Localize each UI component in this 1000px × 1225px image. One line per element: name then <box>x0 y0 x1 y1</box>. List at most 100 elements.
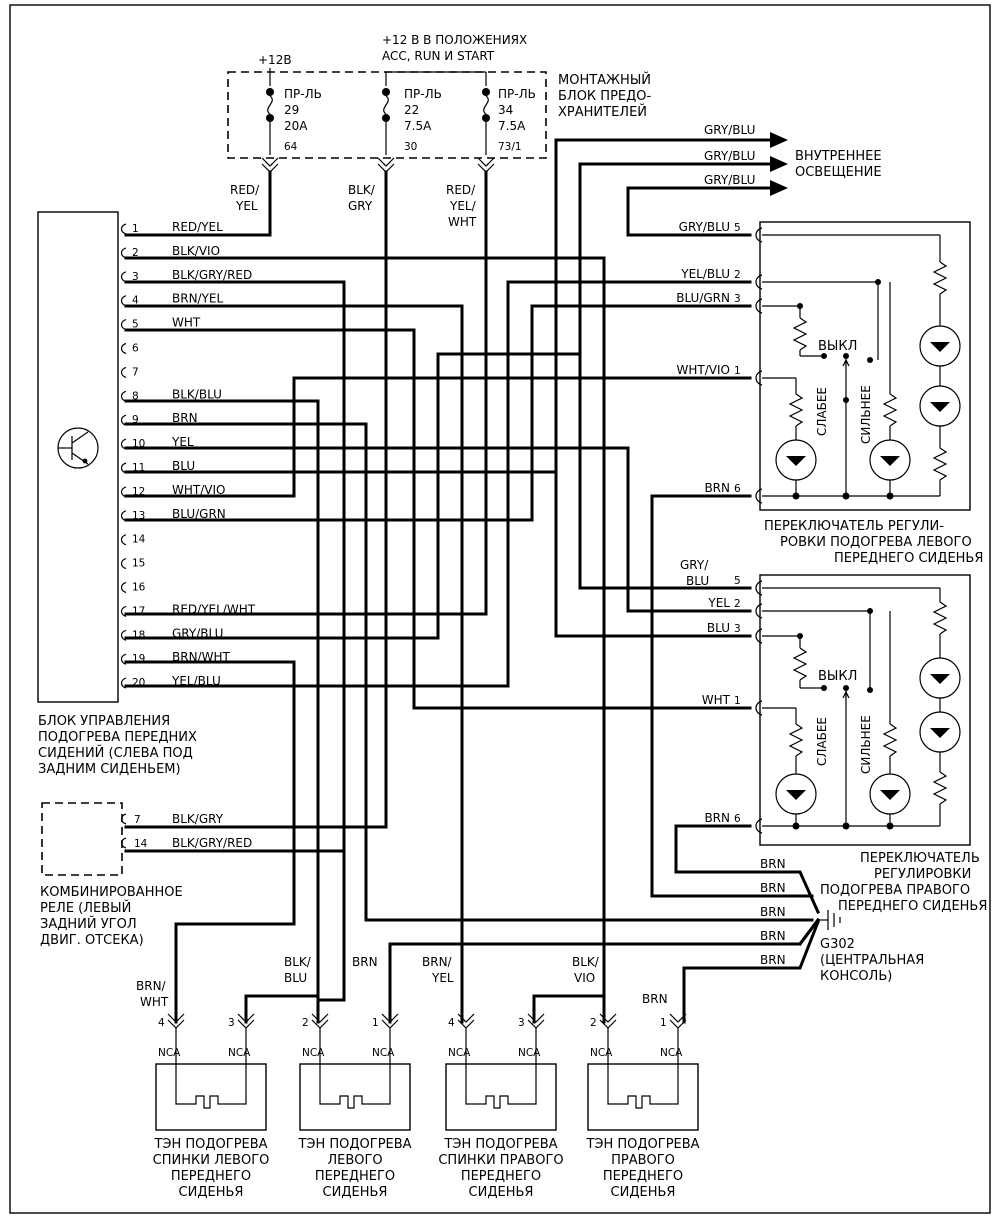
connector-icon <box>755 298 763 314</box>
wire-harness <box>124 138 821 1024</box>
heater-pin-number: 2 <box>590 1017 597 1029</box>
heater-label: СИДЕНЬЯ <box>323 1185 388 1200</box>
connector-icon <box>120 295 127 307</box>
heater-box <box>445 1063 557 1131</box>
module-wire-label: GRY/BLU <box>172 626 223 640</box>
resistor-icon <box>932 771 948 805</box>
fuse-pin: 73/1 <box>498 141 522 153</box>
module-label-4: ЗАДНИМ СИДЕНЬЕМ) <box>38 762 181 777</box>
resistor-icon <box>788 393 804 427</box>
connector-icon <box>120 558 127 570</box>
wire-label: YEL/ <box>449 199 477 213</box>
wire-label: BLK/ <box>284 955 312 969</box>
fuse-name: ПР-ЛЬ <box>284 87 322 101</box>
heater-label: СИДЕНЬЯ <box>469 1185 534 1200</box>
resistor-icon <box>788 723 804 757</box>
module-label-1: БЛОК УПРАВЛЕНИЯ <box>38 714 170 729</box>
module-wire-label: BLK/BLU <box>172 387 222 401</box>
switch-low-label: СЛАБЕЕ <box>815 387 829 436</box>
wire-label: BRN/ <box>422 955 453 969</box>
supply-acc-line-1: +12 В В ПОЛОЖЕНИЯХ <box>382 33 527 47</box>
supply-12v-label: +12В <box>258 53 292 67</box>
relay-label-4: ДВИГ. ОТСЕКА) <box>40 933 144 948</box>
module-pin-number: 15 <box>132 558 145 570</box>
resistor-icon <box>932 601 948 635</box>
module-pin-number: 5 <box>132 319 139 331</box>
module-pin-number: 8 <box>132 390 139 402</box>
fuse-number: 29 <box>284 103 299 117</box>
switch-high-label: СИЛЬНЕЕ <box>859 715 873 774</box>
module-label-3: СИДЕНИЙ (СЛЕВА ПОД <box>38 745 193 761</box>
heater-label: ПЕРЕДНЕГО <box>171 1169 251 1184</box>
connector-icon <box>755 488 763 504</box>
right-switch-internals: ВЫКЛ СЛАБЕЕ СИЛЬНЕЕ <box>762 587 961 830</box>
fuse-name: ПР-ЛЬ <box>498 87 536 101</box>
heater-label: СИДЕНЬЯ <box>611 1185 676 1200</box>
heater-label: СИДЕНЬЯ <box>179 1185 244 1200</box>
fuse-29: ПР-ЛЬ 29 20A 64 <box>266 68 322 155</box>
heater-pin-number: 3 <box>228 1017 235 1029</box>
connector-icon <box>120 534 127 546</box>
module-pin-number: 14 <box>132 534 146 546</box>
wire-label: GRY/BLU <box>704 149 755 163</box>
wire-label: WHT <box>140 995 169 1009</box>
transistor-icon <box>57 427 99 469</box>
switch-pin-number: 2 <box>734 269 741 281</box>
connector-icon <box>261 157 279 173</box>
connector-icon <box>457 1013 475 1029</box>
switch-wire-label: BLU <box>707 621 730 635</box>
wire-label: BRN <box>760 881 786 895</box>
connector-icon <box>120 581 127 594</box>
ground-location-label-2: КОНСОЛЬ) <box>820 969 892 984</box>
heater-box <box>299 1063 411 1131</box>
fuse-terminal-icon <box>382 88 390 96</box>
connector-icon <box>755 700 763 716</box>
fuse-rating: 20A <box>284 119 308 133</box>
switch-pin-number: 1 <box>734 365 741 377</box>
left-switch-label-2: РОВКИ ПОДОГРЕВА ЛЕВОГО <box>780 535 972 550</box>
module-pin-number: 7 <box>132 366 139 378</box>
wire-label: BLU <box>686 574 709 588</box>
switch-wire-label: WHT <box>702 693 731 707</box>
wire-label: BLU <box>284 971 307 985</box>
connector-icon <box>120 366 127 378</box>
interior-lighting: GRY/BLU GRY/BLU GRY/BLU ВНУТРЕННЕЕ ОСВЕЩ… <box>704 123 882 196</box>
wire-label: RED/ <box>446 183 476 197</box>
connector-icon <box>755 628 763 644</box>
left-switch-internals: ВЫКЛ СЛАБЕЕ СИЛЬНЕЕ <box>762 234 961 500</box>
wire-label: WHT <box>448 215 477 229</box>
heater-label: СПИНКИ ПРАВОГО <box>438 1153 563 1168</box>
heater-pin-number: 4 <box>448 1017 455 1029</box>
module-wire-label: BLU <box>172 459 195 473</box>
switch-pin-number: 3 <box>734 293 741 305</box>
resistor-icon <box>792 647 808 681</box>
switch-pin-number: 6 <box>734 483 741 495</box>
fuse-element-icon <box>267 95 273 115</box>
relay-wire-7: BLK/GRY <box>172 812 224 826</box>
connector-icon <box>377 157 395 173</box>
heater-label: ПЕРЕДНЕГО <box>461 1169 541 1184</box>
switch-low-label: СЛАБЕЕ <box>815 717 829 766</box>
module-pin-number: 4 <box>132 295 139 307</box>
fuse-block-label-3: ХРАНИТЕЛЕЙ <box>558 104 647 120</box>
wire-label: BRN <box>760 905 786 919</box>
relay-label-1: КОМБИНИРОВАННОЕ <box>40 885 183 900</box>
wire-label: GRY <box>348 199 373 213</box>
module-pin-number: 16 <box>132 582 146 594</box>
module-label-2: ПОДОГРЕВА ПЕРЕДНИХ <box>38 730 197 745</box>
relay-pin-7: 7 <box>134 814 141 826</box>
nca-label: NCA <box>372 1047 395 1059</box>
wire-label: YEL <box>431 971 454 985</box>
connector-icon <box>120 813 127 825</box>
connector-icon <box>755 580 763 596</box>
switch-pin-number: 6 <box>734 813 741 825</box>
